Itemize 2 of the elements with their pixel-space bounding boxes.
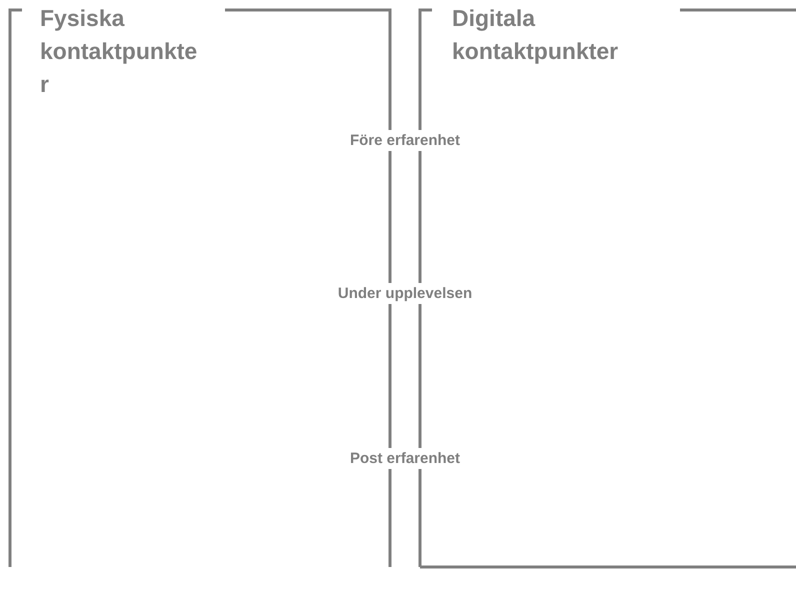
panel-heading: Digitala kontaktpunkter	[452, 4, 620, 66]
panel-heading: Fysiska kontaktpunkter	[40, 4, 198, 99]
